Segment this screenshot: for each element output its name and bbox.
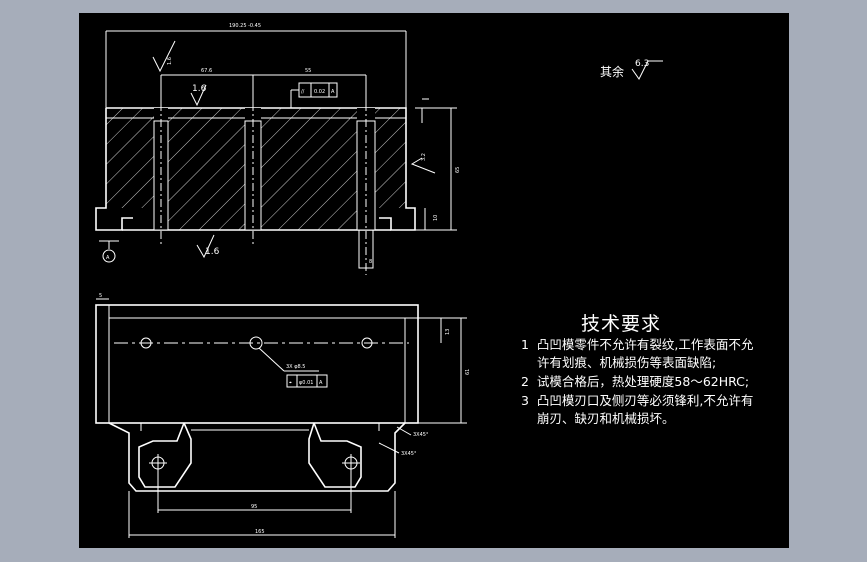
note-1-num: 1 xyxy=(521,337,529,352)
dim-left-5: 5 xyxy=(99,293,102,299)
note-1-cont: 许有划痕、机械损伤等表面缺陷; xyxy=(537,355,717,370)
hole-callout: 3X φ8.5 xyxy=(286,364,305,370)
roughness-1-6-top: 1.6 xyxy=(192,84,207,94)
dim-67: 67.6 xyxy=(201,68,212,74)
other-roughness-value: 6.3 xyxy=(635,59,649,69)
dim-55: 55 xyxy=(305,68,311,74)
section-view xyxy=(95,30,457,275)
datum-a-label: A xyxy=(106,255,110,261)
pos-frame-datum: A xyxy=(319,380,323,386)
note-2: 2 试模合格后，热处理硬度58～62HRC; xyxy=(521,373,749,390)
roughness-top-left: 1.6 xyxy=(167,57,173,65)
other-roughness-label: 其余 xyxy=(600,65,625,79)
cad-drawing: 190.25 -0.45 67.6 55 // 0.02 A 1.6 1.6 3… xyxy=(95,23,663,538)
roughness-3-2: 3.2 xyxy=(421,153,427,161)
note-2-line1: 试模合格后，热处理硬度58～62HRC; xyxy=(536,374,750,389)
pos-frame-sym: ⌖ xyxy=(289,380,292,386)
dim-bottom-165: 165 xyxy=(255,529,265,535)
tol-frame-datum: A xyxy=(331,89,335,95)
tol-frame-value: 0.02 xyxy=(314,89,325,95)
dim-bottom-95: 95 xyxy=(251,504,257,510)
note-3: 3 凸凹模刃口及侧刃等必须锋利,不允许有 xyxy=(521,392,753,409)
dim-top-width: 190.25 -0.45 xyxy=(229,23,261,29)
dim-height-65: 65 xyxy=(455,167,461,173)
pos-frame-value: φ0.01 xyxy=(299,380,313,386)
dim-step-10: 10 xyxy=(433,215,439,221)
roughness-symbol-icon xyxy=(631,60,649,80)
chamfer-2: 3X45° xyxy=(401,451,417,457)
dim-right-61: 61 xyxy=(465,369,471,375)
drawing-viewport[interactable]: 190.25 -0.45 67.6 55 // 0.02 A 1.6 1.6 3… xyxy=(79,13,789,548)
tol-frame-sym: // xyxy=(301,89,305,95)
dim-right-13: 13 xyxy=(445,329,451,335)
note-1: 1 凸凹模零件不允许有裂纹,工作表面不允 xyxy=(521,336,753,353)
note-2-num: 2 xyxy=(521,374,529,389)
note-3-num: 3 xyxy=(521,393,529,408)
roughness-1-6-bottom: 1.6 xyxy=(205,247,220,257)
dim-pin-8: 8 xyxy=(369,259,372,265)
note-1-line1: 凸凹模零件不允许有裂纹,工作表面不允 xyxy=(536,337,754,352)
note-3-cont: 崩刃、缺刃和机械损坏。 xyxy=(537,411,675,426)
note-3-line1: 凸凹模刃口及侧刃等必须锋利,不允许有 xyxy=(536,393,754,408)
technical-requirements-title: 技术要求 xyxy=(581,313,662,335)
chamfer-1: 3X45° xyxy=(413,432,429,438)
plan-view xyxy=(95,298,467,538)
